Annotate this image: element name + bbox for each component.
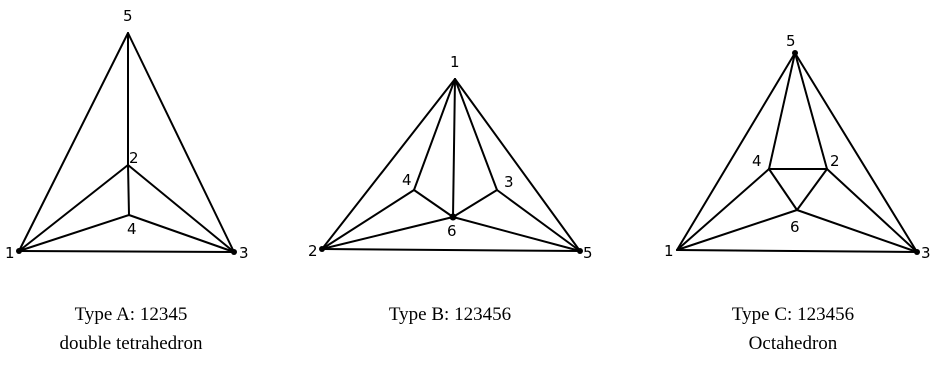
caption-subtitle: double tetrahedron (59, 333, 203, 354)
vertex-label: 1 (450, 53, 460, 71)
double-tetrahedron-diagram: 5 2 4 1 3 (5, 7, 249, 262)
vertex-label: 4 (752, 152, 762, 170)
vertex-label: 5 (123, 7, 133, 25)
vertex-label: 4 (127, 220, 137, 238)
caption-title: Type B: 123456 (388, 304, 512, 325)
type-b-diagram: 1 4 3 6 2 5 (308, 53, 593, 262)
vertex-label: 6 (447, 222, 457, 240)
vertex-label: 6 (790, 218, 800, 236)
vertex-label: 3 (921, 244, 930, 262)
figure-type-c: 5 4 2 6 1 3 Type C: 123456 Octahedron (610, 0, 930, 370)
figure-type-a: 5 2 4 1 3 Type A: 12345 double tetrahedr… (0, 0, 300, 370)
edges (321, 78, 581, 252)
figure-type-b: 1 4 3 6 2 5 Type B: 123456 (300, 0, 610, 370)
caption: Type A: 12345 double tetrahedron (11, 300, 251, 358)
vertex-label: 1 (5, 244, 15, 262)
edges (676, 52, 918, 253)
caption-title: Type C: 123456 (731, 304, 855, 325)
octahedron-diagram: 5 4 2 6 1 3 (664, 32, 930, 262)
vertex-label: 2 (830, 152, 840, 170)
caption-title: Type A: 12345 (74, 304, 188, 325)
vertex-label: 4 (402, 171, 412, 189)
caption-subtitle: Octahedron (748, 333, 838, 354)
vertex-label: 1 (664, 242, 674, 260)
vertex-label: 2 (129, 149, 139, 167)
vertex-label: 5 (583, 244, 593, 262)
vertex-label: 3 (504, 173, 514, 191)
vertex-label: 5 (786, 32, 796, 50)
caption: Type C: 123456 Octahedron (673, 300, 913, 358)
vertex-label: 2 (308, 242, 318, 260)
edges (18, 32, 235, 253)
vertex-label: 3 (239, 244, 249, 262)
caption: Type B: 123456 (330, 300, 570, 329)
